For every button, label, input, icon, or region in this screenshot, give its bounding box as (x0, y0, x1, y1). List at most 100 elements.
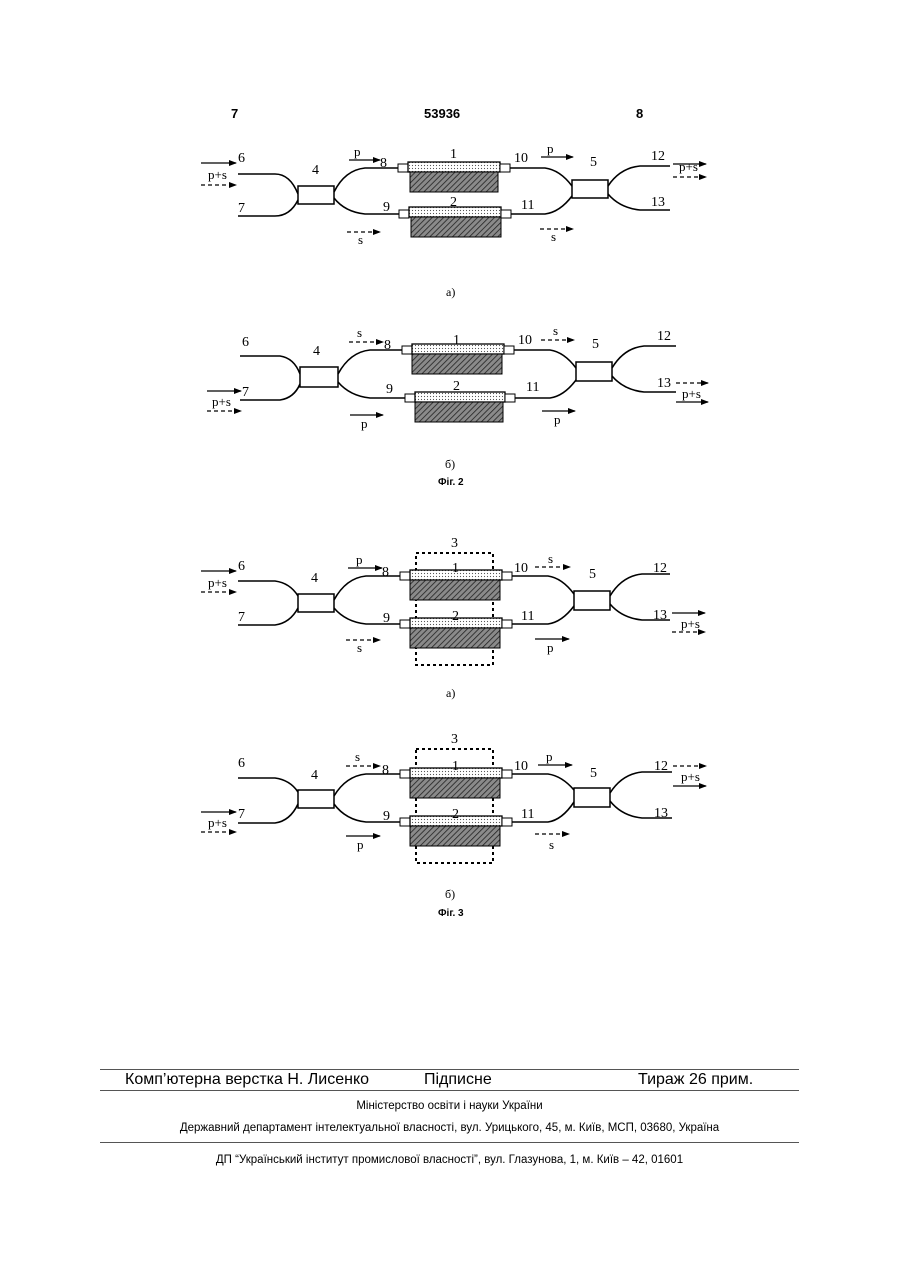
signal-top-right: p (546, 749, 553, 764)
fiber-2-label: 2 (452, 807, 459, 822)
coupler-5-label: 5 (592, 337, 599, 352)
footer-department: Державний департамент інтелектуальної вл… (100, 1122, 799, 1134)
coupler-5-label: 5 (589, 567, 596, 582)
fiber-2-label: 2 (452, 609, 459, 624)
port-9: 9 (383, 200, 390, 215)
footer-imprint-row: Комп’ютерна верстка Н. Лисенко Підписне … (100, 1071, 799, 1087)
port-7: 7 (238, 610, 245, 625)
port-8: 8 (382, 763, 389, 778)
left-page-number: 7 (231, 106, 238, 121)
port-7: 7 (238, 807, 245, 822)
right-page-number: 8 (636, 106, 643, 121)
port-10: 10 (514, 151, 528, 166)
port-13: 13 (654, 806, 668, 821)
signal-out-right: p+s (679, 159, 698, 174)
port-12: 12 (651, 149, 665, 164)
signal-top-right: s (548, 551, 553, 566)
footer-signed: Підписне (424, 1071, 492, 1089)
footer-rule-middle (100, 1090, 799, 1091)
signal-bottom-left: p (357, 837, 364, 852)
figure3-caption: Фіг. 3 (438, 908, 464, 919)
port-8: 8 (384, 338, 391, 353)
figure3-a-label: а) (446, 686, 455, 701)
footer-rule-top (100, 1069, 799, 1070)
figure2-a-label: а) (446, 285, 455, 300)
coupler-4 (298, 594, 334, 612)
signal-in-left: p+s (208, 815, 227, 830)
patent-number: 53936 (424, 106, 460, 121)
port-11: 11 (521, 198, 534, 213)
signal-in-left: p+s (212, 394, 231, 409)
signal-top-left: s (355, 749, 360, 764)
port-8: 8 (380, 156, 387, 171)
fiber-1-label: 1 (453, 333, 460, 348)
coupler-5 (576, 362, 612, 381)
signal-out-right: p+s (681, 769, 700, 784)
figure2-b-diagram: 6 7 4 8 9 1 2 10 11 5 12 13 p+s s p s p … (0, 320, 901, 450)
fiber-2-label: 2 (450, 195, 457, 210)
signal-top-left: p (354, 144, 361, 159)
figure3-b-label: б) (445, 887, 455, 902)
coupler-5 (574, 788, 610, 807)
port-12: 12 (653, 561, 667, 576)
port-11: 11 (521, 807, 534, 822)
port-11: 11 (526, 380, 539, 395)
fiber-1-label: 1 (452, 561, 459, 576)
port-7: 7 (242, 385, 249, 400)
signal-top-right: s (553, 323, 558, 338)
coupler-4-label: 4 (312, 163, 319, 178)
footer-institute: ДП “Український інститут промислової вла… (100, 1154, 799, 1166)
port-6: 6 (238, 559, 245, 574)
coupler-5 (574, 591, 610, 610)
fiber-1-label: 1 (450, 147, 457, 162)
figure2-caption: Фіг. 2 (438, 477, 464, 488)
signal-bottom-right: s (549, 837, 554, 852)
port-7: 7 (238, 201, 245, 216)
signal-in-left: p+s (208, 167, 227, 182)
port-9: 9 (386, 382, 393, 397)
figure2-b-label: б) (445, 457, 455, 472)
signal-bottom-left: s (358, 232, 363, 247)
coupler-5 (572, 180, 608, 198)
port-13: 13 (651, 195, 665, 210)
signal-out-right: p+s (682, 386, 701, 401)
port-9: 9 (383, 611, 390, 626)
port-6: 6 (242, 335, 249, 350)
coupler-4-label: 4 (311, 768, 318, 783)
port-9: 9 (383, 809, 390, 824)
signal-top-right: p (547, 141, 554, 156)
signal-top-left: s (357, 325, 362, 340)
enclosure-3-label: 3 (451, 536, 458, 551)
port-10: 10 (518, 333, 532, 348)
fiber-2-label: 2 (453, 379, 460, 394)
port-8: 8 (382, 565, 389, 580)
fiber-1-label: 1 (452, 759, 459, 774)
port-6: 6 (238, 151, 245, 166)
port-10: 10 (514, 759, 528, 774)
signal-bottom-right: p (547, 640, 554, 655)
port-12: 12 (654, 759, 668, 774)
signal-top-left: p (356, 552, 363, 567)
footer-circulation: Тираж 26 прим. (638, 1071, 753, 1089)
signal-bottom-left: s (357, 640, 362, 655)
footer-rule-bottom (100, 1142, 799, 1143)
port-13: 13 (653, 608, 667, 623)
signal-bottom-left: p (361, 416, 368, 431)
port-11: 11 (521, 609, 534, 624)
signal-out-right: p+s (681, 616, 700, 631)
port-13: 13 (657, 376, 671, 391)
coupler-4 (298, 186, 334, 204)
port-12: 12 (657, 329, 671, 344)
signal-in-left: p+s (208, 575, 227, 590)
coupler-4-label: 4 (311, 571, 318, 586)
coupler-5-label: 5 (590, 766, 597, 781)
figure3-a-diagram: 3 6 7 4 8 9 1 2 10 11 5 12 13 p+s p s s … (0, 530, 901, 675)
footer-ministry: Міністерство освіти і науки України (100, 1100, 799, 1112)
port-10: 10 (514, 561, 528, 576)
signal-bottom-right: p (554, 412, 561, 427)
coupler-4-label: 4 (313, 344, 320, 359)
enclosure-3-label: 3 (451, 732, 458, 747)
coupler-4 (300, 367, 338, 387)
coupler-4 (298, 790, 334, 808)
figure3-b-diagram: 3 6 7 4 8 9 1 2 10 11 5 12 13 p+s s p p … (0, 728, 901, 873)
